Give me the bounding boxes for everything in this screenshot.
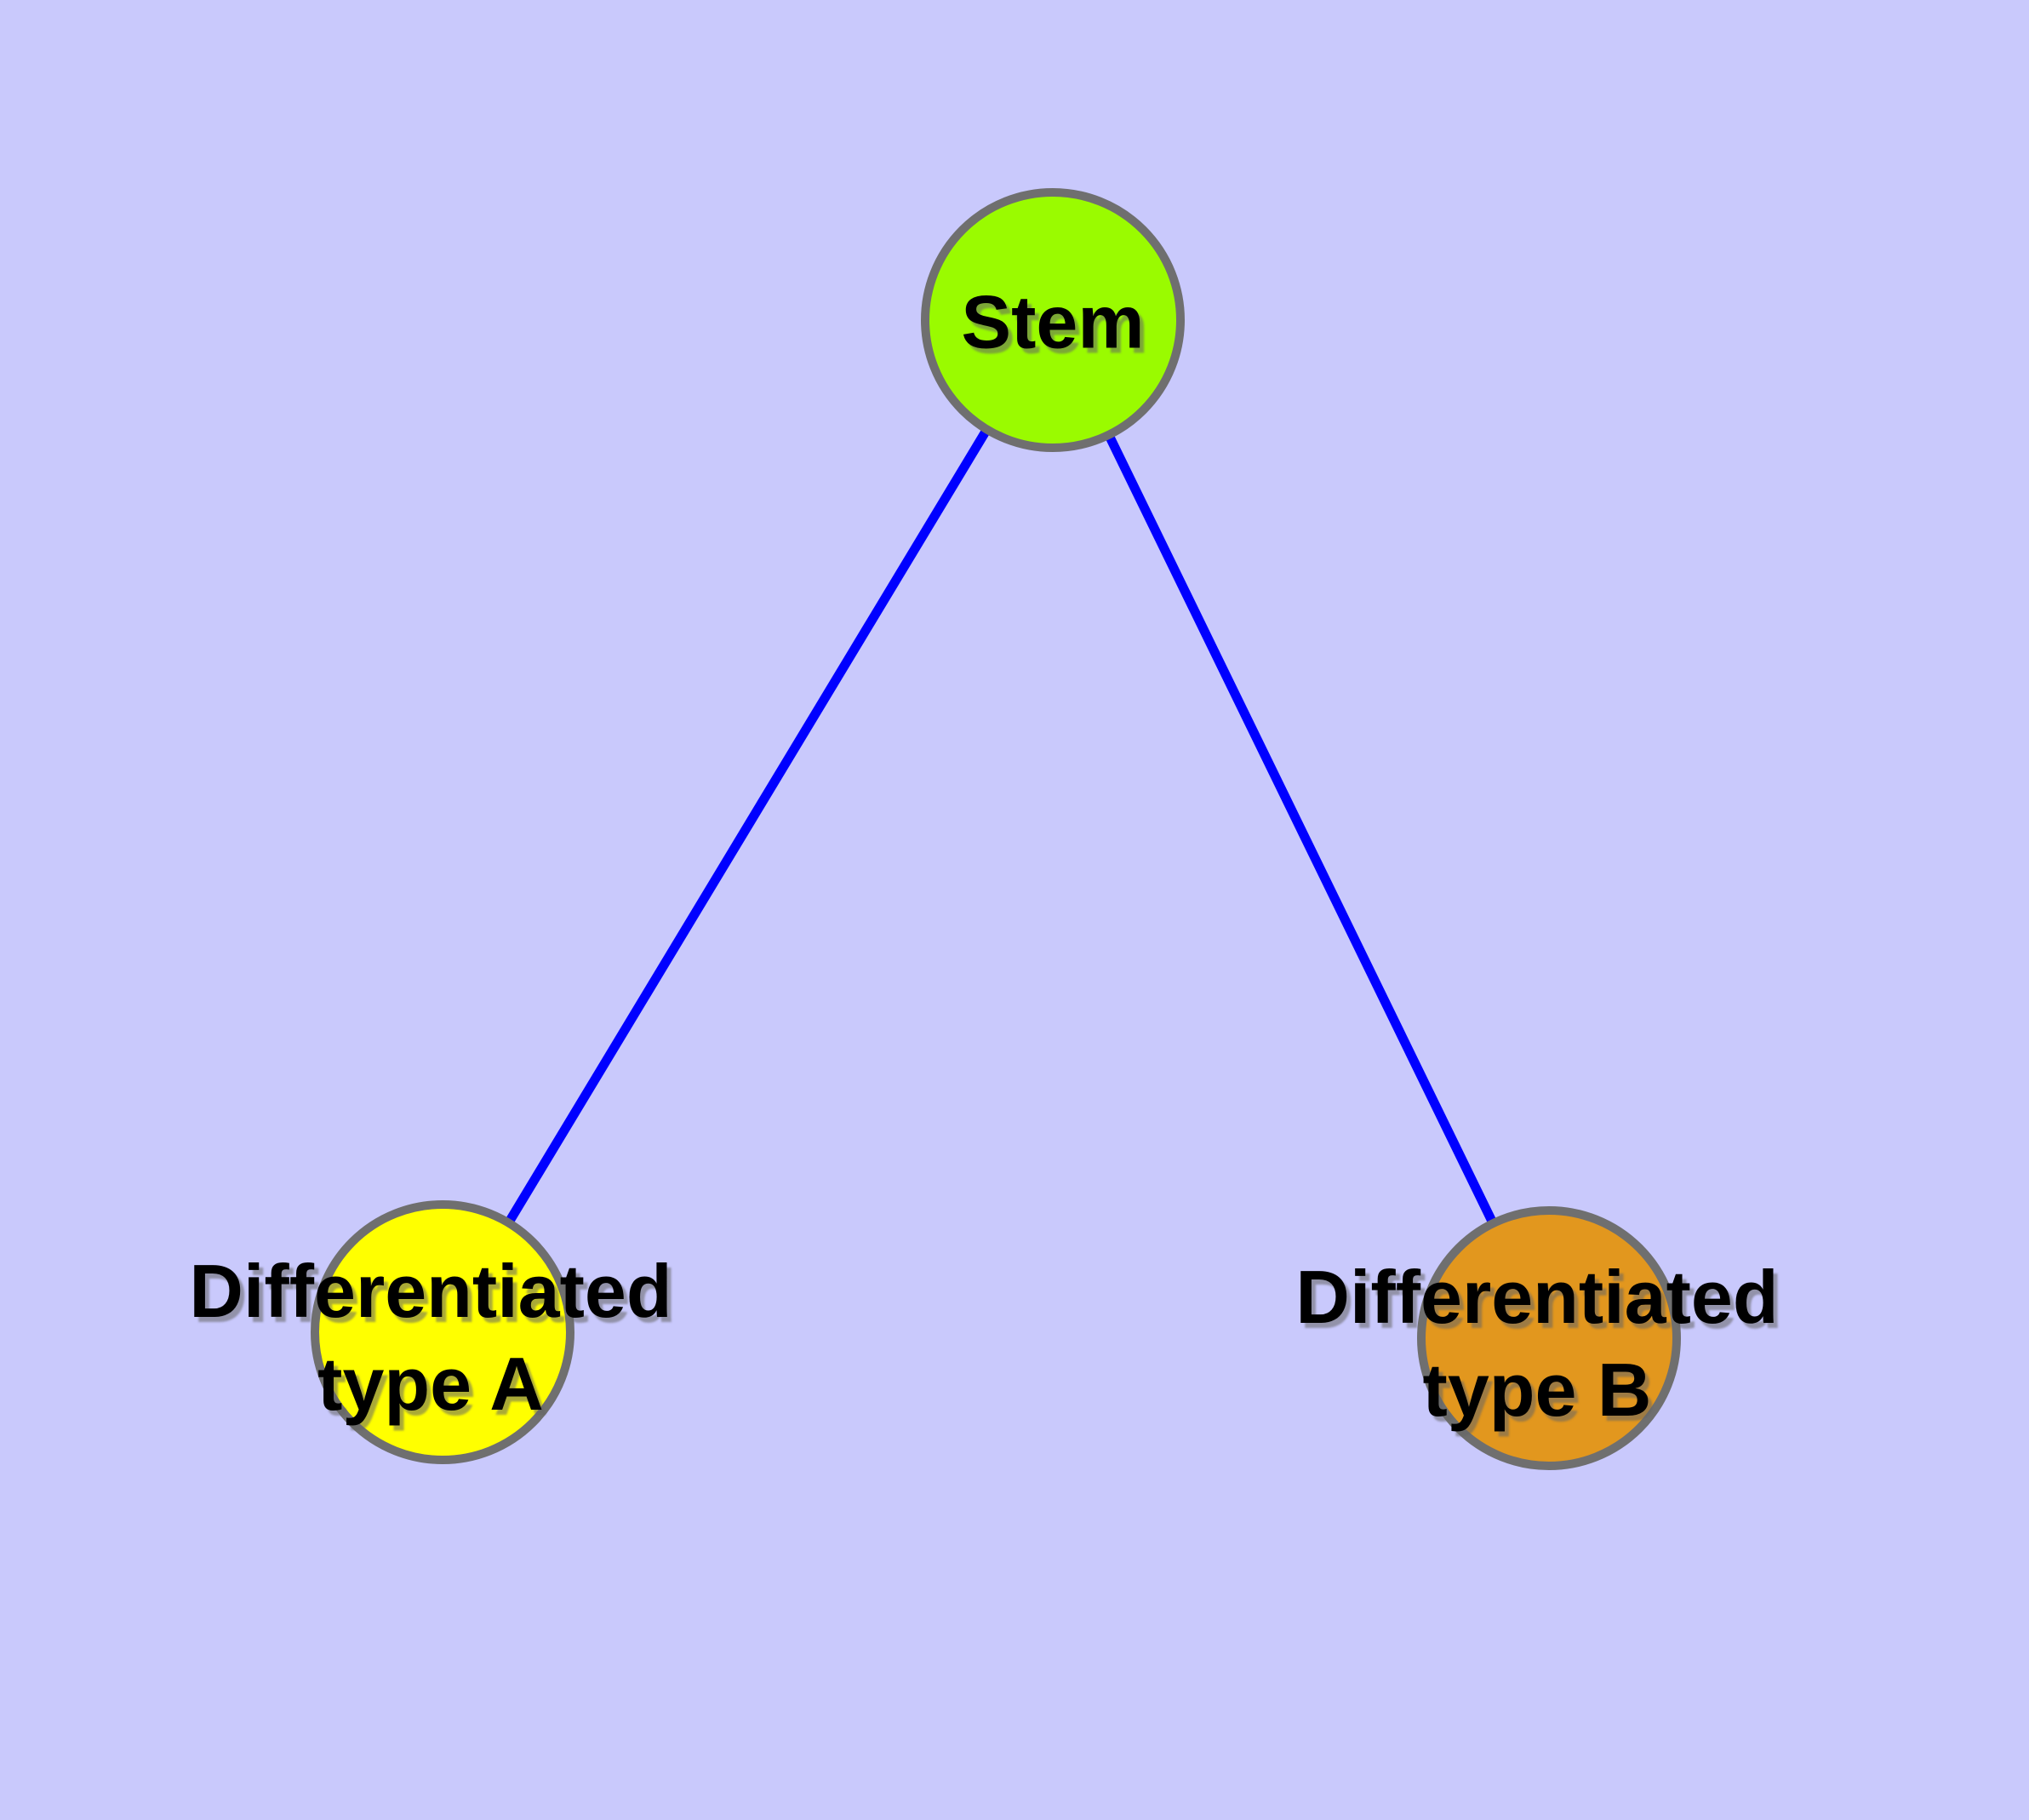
edge-stem-to-type-b [1049, 318, 1553, 1341]
node-differentiated-type-a [311, 1200, 574, 1464]
node-stem-label: Stem [961, 276, 1144, 369]
node-stem-label-line: Stem [961, 279, 1145, 364]
node-differentiated-type-a-label: Differentiated type A [189, 1245, 672, 1430]
node-differentiated-type-b-label: Differentiated type B [1295, 1251, 1778, 1436]
node-type-b-label-line-2: type B [1422, 1348, 1652, 1432]
edge-stem-to-type-a [438, 318, 1057, 1335]
node-differentiated-type-b [1417, 1206, 1681, 1470]
node-type-a-label-line-1: Differentiated [189, 1249, 672, 1333]
node-type-b-label-line-1: Differentiated [1295, 1255, 1779, 1339]
node-stem [921, 188, 1185, 452]
node-type-a-label-line-2: type A [317, 1342, 544, 1426]
